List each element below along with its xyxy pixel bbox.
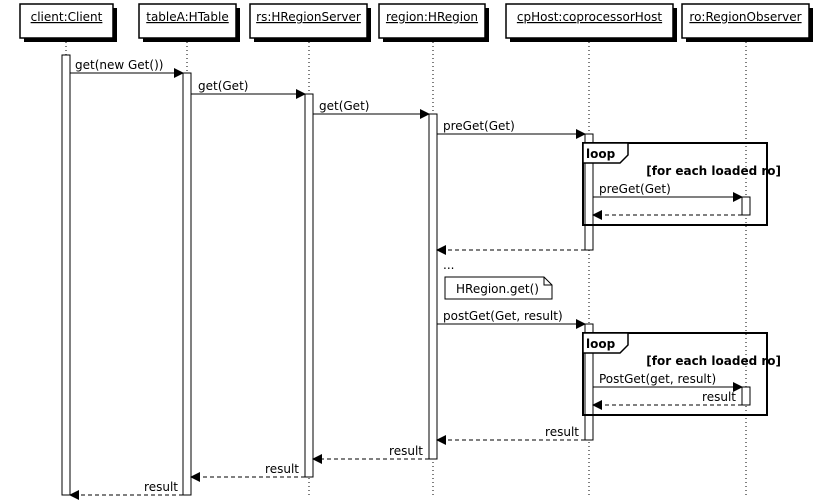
message-label: result	[389, 444, 423, 458]
participant-label-tableA: tableA:HTable	[146, 10, 229, 24]
message-return-tableA: result	[69, 480, 183, 500]
loop-keyword: loop	[586, 337, 616, 351]
participant-label-cpHost: cpHost:coprocessorHost	[517, 10, 663, 24]
message-label: result	[545, 425, 579, 439]
activation-rs	[304, 93, 314, 478]
message-return-rs: result	[190, 462, 305, 482]
participant-ro: ro:RegionObserver	[681, 3, 813, 42]
message-get-tableA: get(Get)	[191, 79, 306, 99]
message-label: result	[144, 480, 178, 494]
participant-cpHost: cpHost:coprocessorHost	[505, 3, 677, 42]
message-label: result	[702, 390, 736, 404]
message-return-cphost-post: result	[436, 425, 585, 445]
message-label: get(Get)	[319, 99, 369, 113]
message-label: preGet(Get)	[443, 119, 515, 133]
message-get-rs: get(Get)	[313, 99, 430, 119]
message-label: get(Get)	[198, 79, 248, 93]
participant-label-ro: ro:RegionObserver	[689, 10, 801, 24]
message-label: preGet(Get)	[599, 182, 671, 196]
message-preget-region: preGet(Get)	[437, 119, 586, 139]
message-label: postGet(Get, result)	[443, 309, 563, 323]
ellipsis: ...	[443, 258, 454, 272]
activation-region	[428, 113, 438, 460]
note-text: HRegion.get()	[456, 282, 539, 296]
activation-cpHost-pre	[584, 133, 594, 251]
activation-cpHost-post	[584, 323, 594, 441]
activation-tableA	[182, 72, 192, 496]
participant-rs: rs:HRegionServer	[249, 3, 371, 42]
loop-fragment-pre: loop [for each loaded ro]	[582, 142, 781, 226]
participant-label-region: region:HRegion	[386, 10, 478, 24]
participant-label-rs: rs:HRegionServer	[256, 10, 361, 24]
message-label: get(new Get())	[75, 58, 163, 72]
activation-ro-pre	[741, 196, 751, 216]
loop-keyword: loop	[586, 147, 616, 161]
message-postget-region: postGet(Get, result)	[437, 309, 586, 329]
participant-tableA: tableA:HTable	[138, 3, 240, 42]
message-return-region: result	[312, 444, 429, 464]
loop-guard: [for each loaded ro]	[646, 354, 781, 368]
message-preget-cphost: preGet(Get)	[593, 182, 743, 202]
message-postget-cphost: PostGet(get, result)	[593, 372, 743, 392]
message-label: result	[265, 462, 299, 476]
loop-fragment-post: loop [for each loaded ro]	[582, 332, 781, 416]
message-return-ro-post: result	[592, 390, 742, 410]
activation-ro-post	[741, 386, 751, 406]
note-hregion-get: HRegion.get()	[444, 276, 553, 300]
participant-region: region:HRegion	[378, 3, 489, 42]
participant-label-client: client:Client	[31, 10, 103, 24]
message-label: PostGet(get, result)	[599, 372, 716, 386]
loop-guard: [for each loaded ro]	[646, 164, 781, 178]
participant-client: client:Client	[19, 3, 117, 42]
activation-client	[61, 54, 71, 496]
message-get-client: get(new Get())	[70, 58, 184, 78]
